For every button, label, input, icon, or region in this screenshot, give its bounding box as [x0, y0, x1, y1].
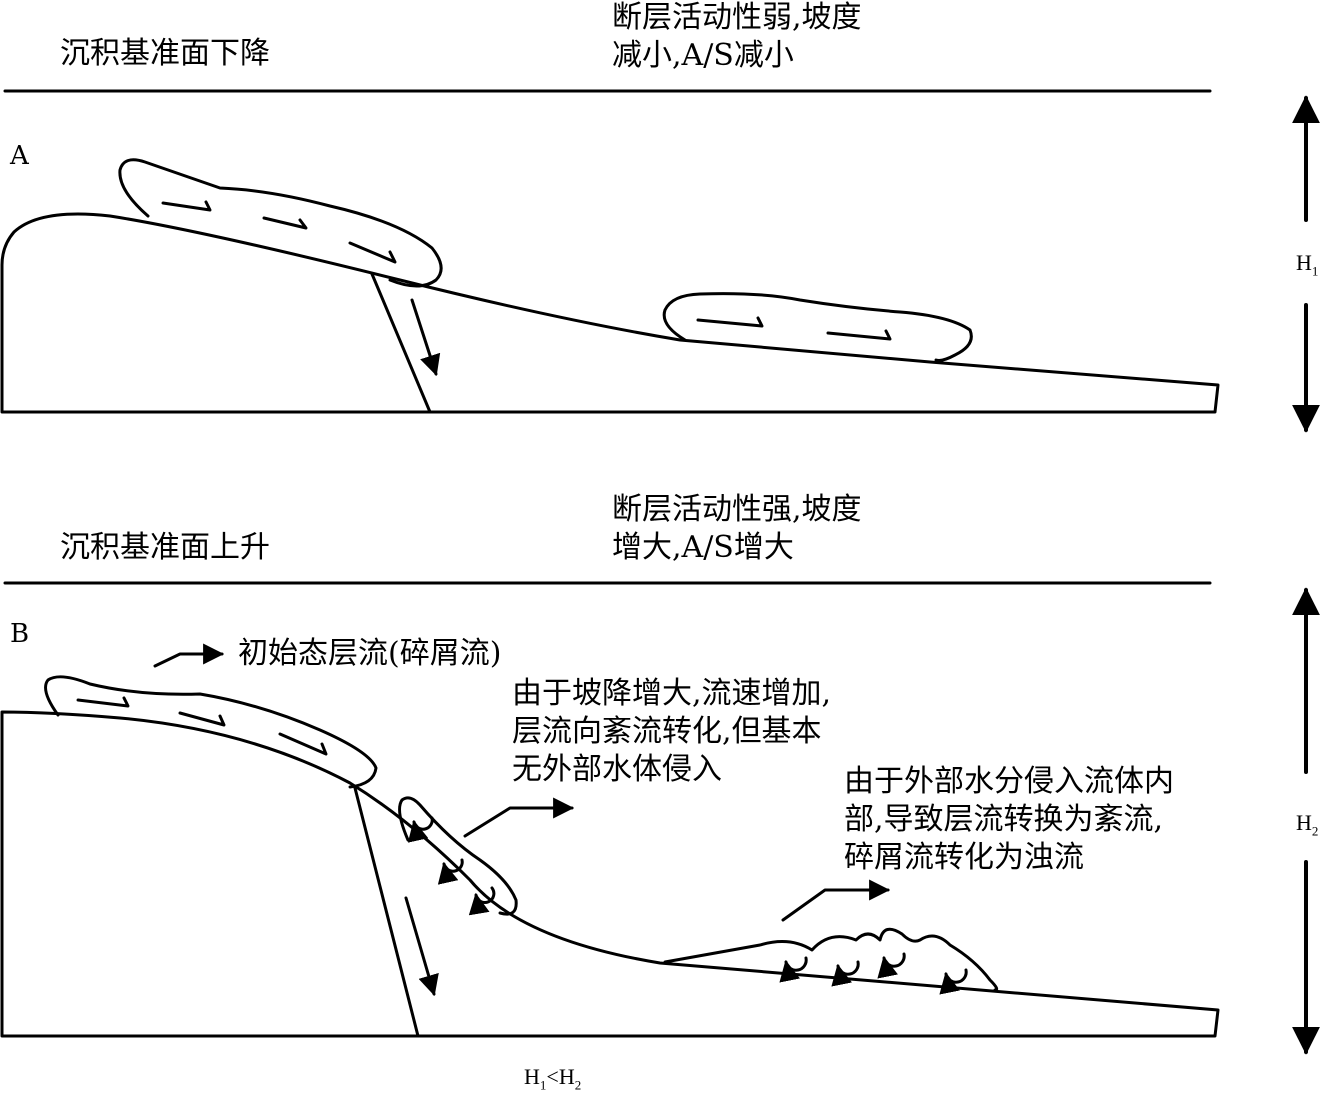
- panel-b-eddy-4: [786, 958, 806, 970]
- panel-b-eddy-1: [414, 818, 432, 829]
- panel-b-flow-arrow-1: [78, 698, 128, 706]
- panel-b-flow-arrow-2: [180, 713, 224, 725]
- panel-b-far-turbulent-lobe: [665, 929, 997, 990]
- mid-note-pointer-arrow: [465, 808, 572, 836]
- panel-a-flow-arrow-2: [264, 218, 306, 228]
- panel-b-basin-profile: [2, 712, 1218, 1036]
- panel-a-flow-arrow-4: [698, 318, 762, 326]
- initial-flow-pointer-arrow: [155, 654, 222, 666]
- panel-b-fault-arrow: [406, 898, 434, 994]
- panel-b-flow-arrow-3: [280, 734, 326, 754]
- panel-a-flow-arrow-1: [163, 202, 210, 210]
- panel-a-fault-line: [372, 274, 430, 412]
- panel-a-flow-arrow-3: [350, 243, 395, 262]
- panel-b-eddy-5: [838, 962, 858, 974]
- panel-a-lower-flow-lobe: [664, 294, 971, 361]
- panel-a-flow-arrow-5: [828, 331, 890, 339]
- panel-a-basin-profile: [2, 214, 1218, 412]
- panel-b-eddy-6: [884, 954, 904, 966]
- far-note-pointer-arrow: [783, 890, 888, 920]
- panel-a-fault-arrow: [412, 300, 436, 374]
- panel-b-eddy-7: [946, 970, 966, 982]
